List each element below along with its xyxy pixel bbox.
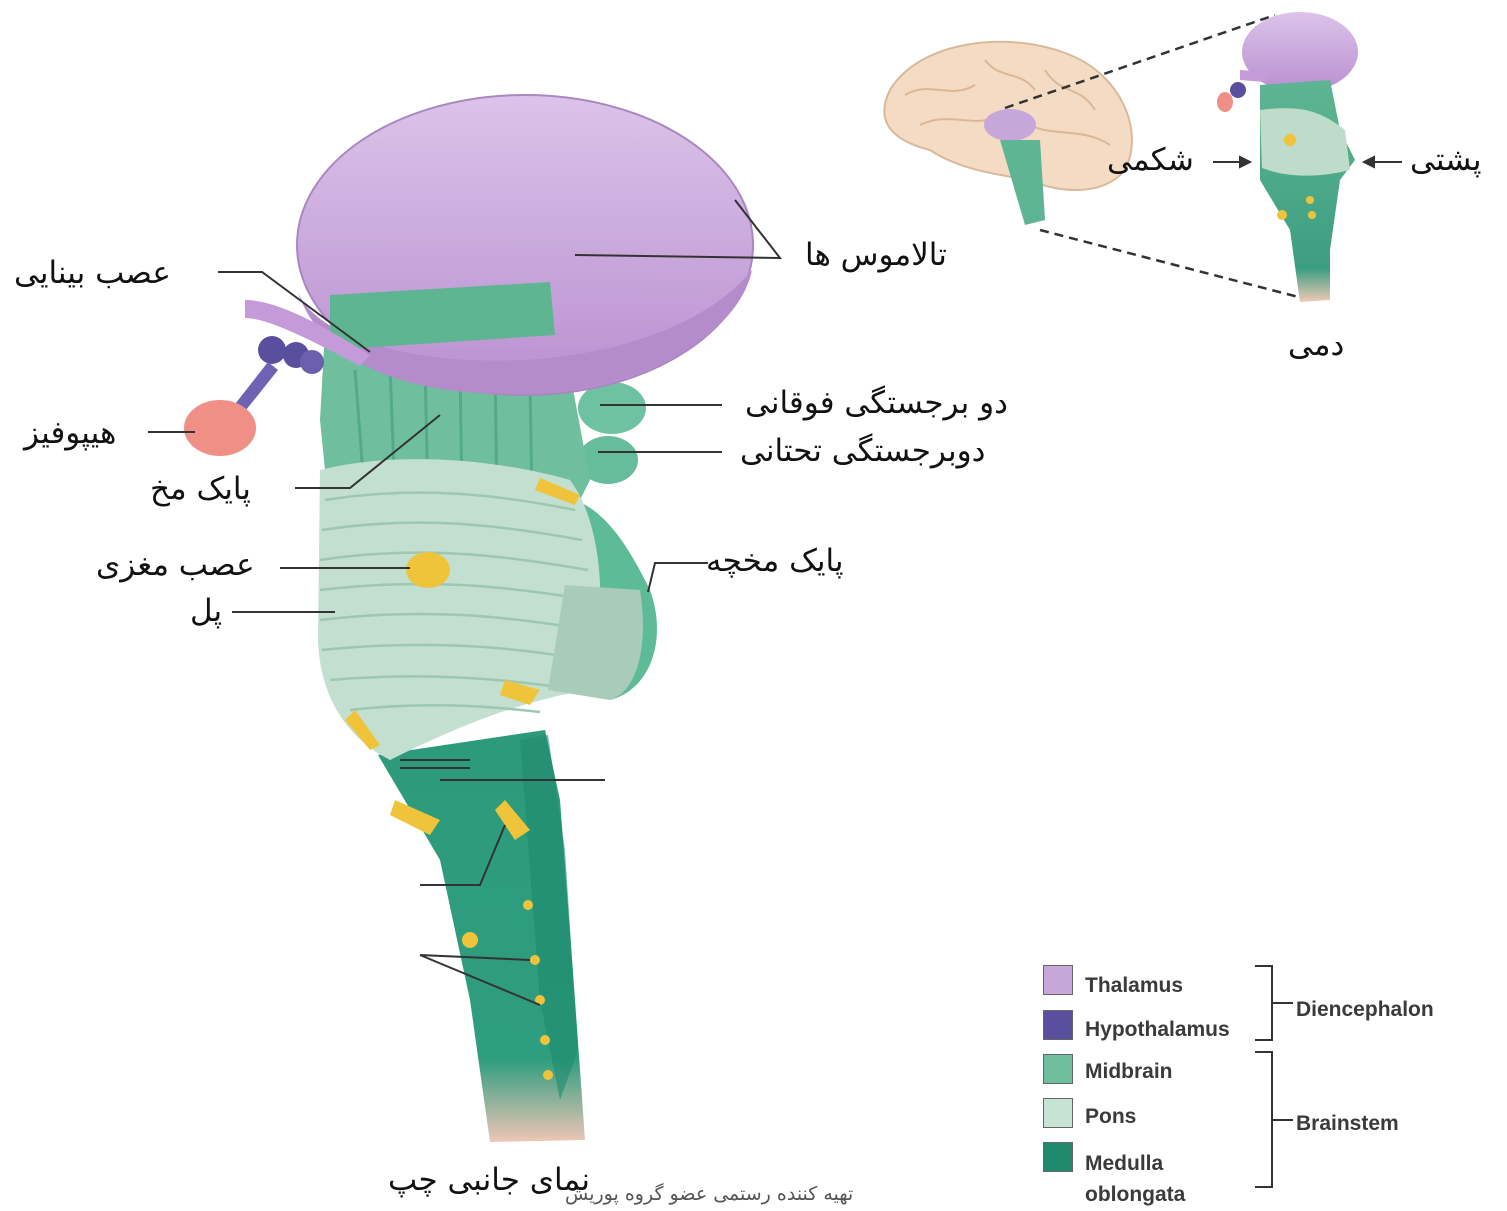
- hypophysis-shape: [184, 400, 256, 456]
- credit-text: تهیه کننده رستمی عضو گروه پوریش: [565, 1185, 853, 1204]
- pons: [318, 459, 600, 760]
- label-superior-colliculus: دو برجستگی فوقانی: [745, 388, 1008, 419]
- label-hypophysis: هیپوفیز: [24, 418, 116, 449]
- legend-label-medulla: Medulla: [1085, 1153, 1163, 1174]
- legend-swatch-midbrain: [1043, 1054, 1073, 1084]
- inset-thalamus: [984, 109, 1036, 141]
- hypothalamus-shape-3: [300, 350, 324, 374]
- legend-swatch-hypothalamus: [1043, 1010, 1073, 1040]
- label-cranial-nerve: عصب مغزی: [96, 550, 255, 581]
- legend-swatch-medulla: [1043, 1142, 1073, 1172]
- main-brainstem: [184, 95, 753, 1142]
- legend-label-oblongata: oblongata: [1085, 1184, 1185, 1205]
- legend-group-diencephalon: Diencephalon: [1296, 999, 1434, 1020]
- legend-group-brainstem: Brainstem: [1296, 1113, 1399, 1134]
- legend-swatch-pons: [1043, 1098, 1073, 1128]
- label-thalamus: تالاموس ها: [805, 240, 947, 271]
- legend-label-thalamus: Thalamus: [1085, 975, 1183, 996]
- label-dorsal: پشتی: [1410, 145, 1481, 176]
- caption-left-lateral-view: نمای جانبی چپ: [388, 1165, 590, 1196]
- label-cerebral-peduncle: پایک مخ: [150, 474, 251, 505]
- trigeminal-nerve: [406, 552, 450, 588]
- legend-swatch-thalamus: [1043, 965, 1073, 995]
- label-pons: پل: [190, 596, 222, 627]
- label-caudal: دمی: [1288, 330, 1344, 361]
- legend-label-midbrain: Midbrain: [1085, 1061, 1173, 1082]
- inset-stem: [1000, 140, 1045, 225]
- legend-label-pons: Pons: [1085, 1106, 1136, 1127]
- label-optic-nerve: عصب بینایی: [14, 258, 171, 289]
- legend-label-hypothalamus: Hypothalamus: [1085, 1019, 1230, 1040]
- cerebellar-cut-face: [548, 585, 643, 700]
- hypothalamus-shape: [258, 336, 286, 364]
- legend-brackets: [1255, 966, 1293, 1187]
- label-cerebellar-peduncle: پایک مخچه: [706, 546, 844, 577]
- label-ventral: شکمی: [1107, 145, 1194, 176]
- label-inferior-colliculus: دوبرجستگی تحتانی: [740, 436, 985, 467]
